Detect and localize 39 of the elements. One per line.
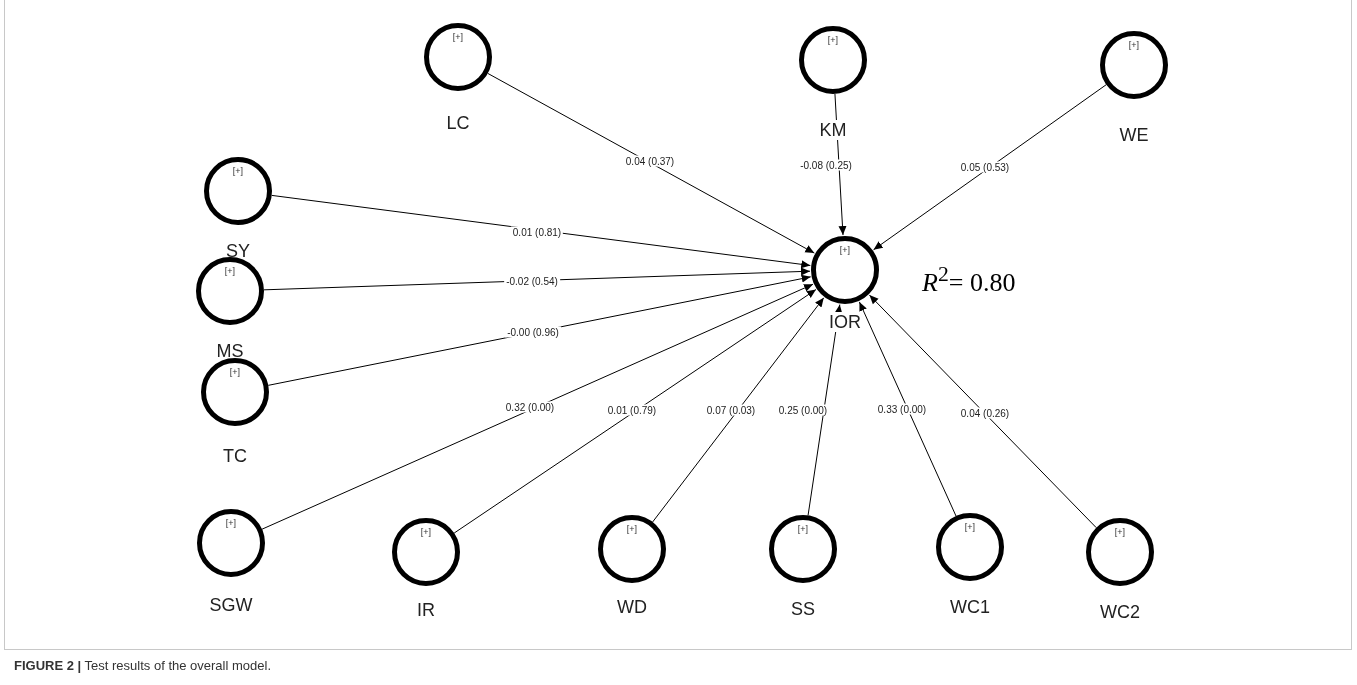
path-coefficient-label: -0.08 (0.25)	[798, 159, 854, 171]
path-coefficient-label: 0.04 (0.26)	[958, 407, 1012, 419]
expand-marker: [+]	[797, 524, 809, 534]
path-arrow	[261, 283, 814, 530]
path-coefficient-label: 0.07 (0.03)	[704, 404, 758, 416]
expand-marker: [+]	[839, 245, 851, 255]
path-coefficient-label: 0.25 (0.00)	[776, 404, 830, 416]
path-coefficient-label: -0.02 (0.54)	[504, 275, 560, 287]
path-arrow	[858, 301, 957, 517]
expand-marker: [+]	[232, 166, 244, 176]
r-squared-value: R$^{2}$= 0.80	[922, 262, 1016, 298]
path-arrow	[868, 294, 1097, 529]
path-coefficient-label: 0.33 (0.00)	[875, 403, 929, 415]
figure-caption: FIGURE 2 | Test results of the overall model.	[14, 658, 271, 673]
path-arrow	[267, 274, 812, 386]
path-coefficient-label: 0.01 (0.81)	[510, 226, 564, 238]
path-arrow	[453, 289, 817, 534]
path-arrow	[873, 84, 1107, 251]
variable-name: KM	[817, 120, 849, 140]
expand-marker: [+]	[452, 32, 464, 42]
path-coefficient-label: 0.05 (0.53)	[958, 161, 1012, 173]
path-arrow	[271, 194, 811, 269]
expand-marker: [+]	[229, 367, 241, 377]
expand-marker: [+]	[1128, 40, 1140, 50]
expand-marker: [+]	[827, 35, 839, 45]
expand-marker: [+]	[225, 518, 237, 528]
path-arrow	[652, 297, 825, 523]
expand-marker: [+]	[626, 524, 638, 534]
path-arrow	[263, 267, 811, 291]
path-coefficient-label: 0.01 (0.79)	[605, 404, 659, 416]
path-coefficient-label: 0.32 (0.00)	[503, 401, 557, 413]
path-arrow	[487, 72, 815, 254]
expand-marker: [+]	[964, 522, 976, 532]
path-coefficient-label: -0.00 (0.96)	[505, 326, 561, 338]
variable-name: IOR	[827, 312, 863, 332]
expand-marker: [+]	[420, 527, 432, 537]
expand-marker: [+]	[1114, 527, 1126, 537]
expand-marker: [+]	[224, 266, 236, 276]
path-coefficient-label: 0.04 (0.37)	[623, 155, 677, 167]
